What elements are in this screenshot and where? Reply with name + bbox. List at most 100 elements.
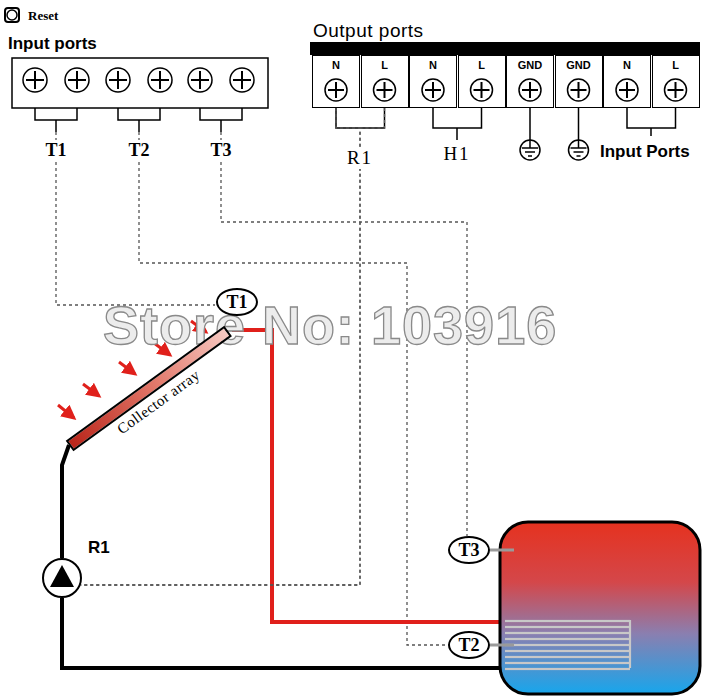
- terminal-screw: [665, 79, 687, 101]
- wire-label: R1: [347, 147, 373, 169]
- heat-exchanger-coil: [505, 617, 630, 671]
- hot-pipe: [232, 330, 505, 622]
- screw-slot: [328, 82, 344, 98]
- terminal-slot: L: [361, 55, 409, 108]
- sun-arrow: [58, 405, 74, 418]
- port-label: T1: [43, 140, 68, 161]
- port-label: Input Ports: [600, 142, 690, 162]
- terminal-screw: [519, 79, 541, 101]
- screw-head: [188, 68, 212, 92]
- terminal-block: [12, 58, 268, 108]
- screw-head: [519, 79, 541, 101]
- screw-head: [325, 79, 347, 101]
- watermark: Store No: 103916: [103, 294, 557, 356]
- screw-slot: [151, 71, 169, 89]
- storage-tank: [500, 522, 700, 694]
- node-text: T3: [458, 540, 479, 561]
- reset-button: [7, 10, 17, 20]
- terminal-screw: [65, 68, 89, 92]
- screw-slot: [191, 71, 209, 89]
- node-text: T1: [226, 292, 247, 313]
- ground-lead: [530, 108, 579, 142]
- terminal-screw: [106, 68, 130, 92]
- terminal-slot: N: [603, 55, 651, 108]
- screw-slot: [522, 82, 538, 98]
- screw-slot: [425, 82, 441, 98]
- screw-slot: [619, 82, 635, 98]
- reset-button: Reset: [4, 7, 20, 23]
- sensor-probe: [490, 550, 514, 645]
- terminal-screw: [374, 79, 396, 101]
- screw-slot: [668, 82, 684, 98]
- screw-slot: [68, 71, 86, 89]
- terminal-slot: GND: [506, 55, 554, 108]
- terminal-screw: [471, 79, 493, 101]
- terminal-slot: L: [652, 55, 700, 108]
- temperature-sensor: T2: [448, 631, 490, 659]
- screw-head: [230, 68, 254, 92]
- screw-head: [665, 79, 687, 101]
- terminal-screw: [422, 79, 444, 101]
- terminal-slot: N: [312, 55, 360, 108]
- return-pipe: [62, 598, 505, 668]
- terminal-bracket: [35, 108, 242, 132]
- terminal-screw: [230, 68, 254, 92]
- pump-triangle: [50, 565, 74, 587]
- node-text: L: [653, 56, 699, 71]
- ground-symbol: [520, 108, 589, 160]
- terminal-screw: [568, 79, 590, 101]
- terminal-rail: [310, 42, 700, 55]
- pipe: [62, 445, 69, 558]
- ground-bars: [522, 140, 587, 156]
- port-label: T2: [126, 140, 151, 161]
- screw-head: [106, 68, 130, 92]
- terminal-screw: [188, 68, 212, 92]
- node-text: T2: [458, 635, 479, 656]
- terminal-screw: [148, 68, 172, 92]
- screw-head: [23, 68, 47, 92]
- screw-slot: [26, 71, 44, 89]
- pump-symbol: R1: [42, 558, 82, 598]
- temperature-sensor: T1: [216, 288, 258, 316]
- node-text: GND: [556, 56, 602, 71]
- screw-group: [23, 68, 254, 92]
- screw-head: [65, 68, 89, 92]
- screw-head: [148, 68, 172, 92]
- terminal-slot: L: [458, 55, 506, 108]
- screw-head: [568, 79, 590, 101]
- node-text: Collector array: [73, 336, 243, 467]
- terminal-slot: N: [409, 55, 457, 108]
- node-text: Reset: [28, 8, 58, 24]
- screw-slot: [109, 71, 127, 89]
- screw-slot: [474, 82, 490, 98]
- node-text: L: [362, 56, 408, 71]
- terminal-bracket: [336, 108, 676, 140]
- port-label: H1: [443, 143, 470, 165]
- node-text: GND: [507, 56, 553, 71]
- port-label: T3: [208, 140, 233, 161]
- node-text: N: [604, 56, 650, 71]
- screw-slot: [233, 71, 251, 89]
- sun-arrow: [119, 362, 135, 374]
- screw-head: [422, 79, 444, 101]
- terminal-screw: [616, 79, 638, 101]
- screw-head: [471, 79, 493, 101]
- node-text: N: [410, 56, 456, 71]
- coil-end: [629, 620, 631, 668]
- sun-arrow: [83, 384, 99, 396]
- node-text: R1: [88, 538, 110, 558]
- screw-head: [616, 79, 638, 101]
- temperature-sensor: T3: [448, 536, 490, 564]
- section-heading: Output ports: [313, 20, 424, 42]
- node-text: N: [313, 56, 359, 71]
- screw-head: [374, 79, 396, 101]
- section-heading: Input ports: [8, 34, 97, 54]
- terminal-screw: [23, 68, 47, 92]
- terminal-screw: [325, 79, 347, 101]
- terminal-slot: GND: [555, 55, 603, 108]
- sensor-wire: [56, 132, 215, 305]
- screw-slot: [571, 82, 587, 98]
- node-text: L: [459, 56, 505, 71]
